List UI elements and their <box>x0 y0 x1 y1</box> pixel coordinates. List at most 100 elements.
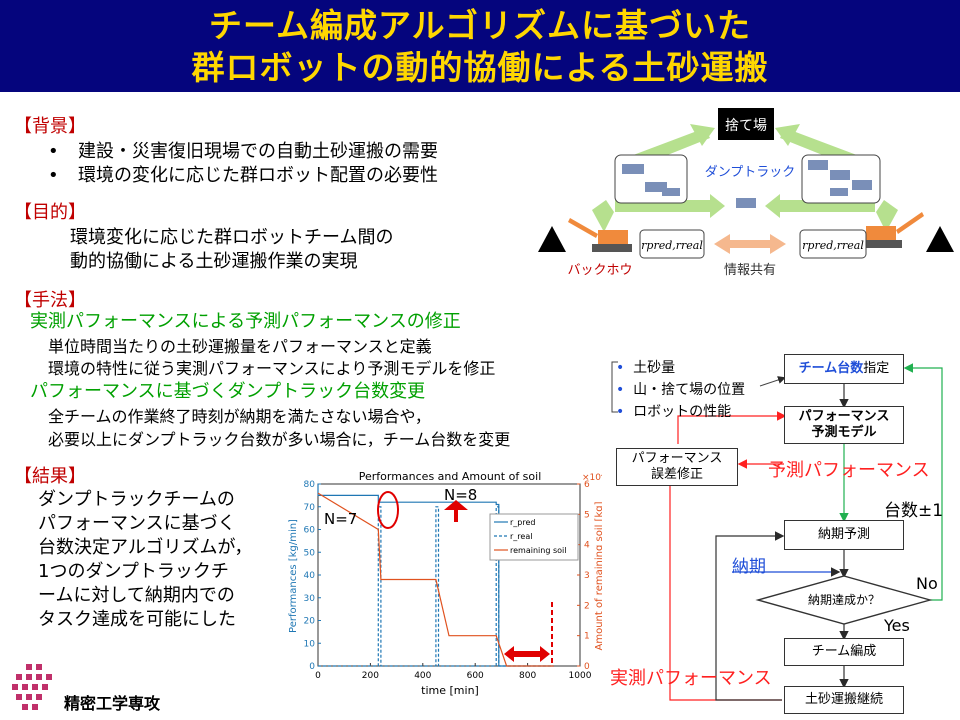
y-tick-label: 80 <box>304 480 316 490</box>
time-margin-arrow <box>504 646 550 662</box>
label-predicted-performance: 予測パフォーマンス <box>768 460 930 481</box>
backhoe-left-icon <box>568 218 632 252</box>
title-line-1: チーム編成アルゴリズムに基づいた <box>208 6 752 45</box>
result-line-1: ダンプトラックチームの <box>38 489 235 510</box>
info-share-label: 情報共有 <box>724 263 776 278</box>
y-tick-label: 50 <box>304 548 316 558</box>
label-count-change: 台数±1 <box>884 501 944 521</box>
y2-tick-label: 1 <box>584 632 590 642</box>
legend-r-pred: r_pred <box>510 518 535 527</box>
y2-axis-ticks: 0 1 2 3 4 5 6 <box>577 480 590 672</box>
lattice-logo-icon <box>12 664 52 710</box>
purpose-heading: 【目的】 <box>14 202 86 223</box>
series-remaining-soil <box>317 492 554 667</box>
flow-inputs: • 土砂量 • 山・捨て場の位置 • ロボットの性能 <box>616 357 745 423</box>
input-arrow <box>759 376 786 387</box>
legend-remaining-soil: remaining soil <box>510 546 566 555</box>
purpose-line-2: 動的協働による土砂運搬作業の実現 <box>70 251 358 272</box>
r-label-left: rpred,rreal <box>641 239 703 252</box>
flow-chart <box>611 361 943 701</box>
method-sub1-line-1: 単位時間当たりの土砂運搬量をパフォーマンスと定義 <box>48 337 432 356</box>
label-no: No <box>916 574 938 593</box>
y-tick-label: 10 <box>304 639 316 649</box>
method-sub1-line-2: 環境の特性に従う実測パフォーマンスにより予測モデルを修正 <box>48 359 496 378</box>
result-line-2: パフォーマンスに基づく <box>38 513 236 534</box>
chart-title: Performances and Amount of soil <box>359 470 542 483</box>
decision-diamond <box>755 575 933 625</box>
box-error-correction: パフォーマンス 誤差修正 <box>616 448 738 486</box>
dump-truck-icons <box>622 160 872 208</box>
backhoe-label: バックホウ <box>567 263 632 278</box>
box-team-formation: チーム編成 <box>784 638 904 666</box>
series-r-real <box>318 506 554 667</box>
chart-legend: r_pred r_real remaining soil <box>489 513 579 561</box>
soil-pile-right-icon <box>926 226 954 252</box>
x-tick-label: 200 <box>362 671 379 681</box>
result-line-5: ームに対して納期内での <box>38 585 235 606</box>
box-continue-transport: 土砂運搬継続 <box>784 686 904 714</box>
method-heading: 【手法】 <box>14 290 86 311</box>
info-bubble-right <box>799 229 867 259</box>
x-tick-label: 1000 <box>569 671 592 681</box>
y2-tick-label: 4 <box>584 541 590 551</box>
decision-text: 納期達成か？ <box>807 593 880 607</box>
box-performance-model: パフォーマンス 予測モデル <box>784 406 904 444</box>
flow-input-2: • 山・捨て場の位置 <box>616 382 746 398</box>
label-real-performance: 実測パフォーマンス <box>610 668 772 689</box>
x-axis-label: time [min] <box>421 684 479 697</box>
dump-site-box <box>718 108 774 140</box>
up-arrow-marker <box>444 500 468 522</box>
y2-tick-label: 0 <box>584 662 590 672</box>
y2-tick-label: 5 <box>584 510 590 520</box>
background-heading: 【背景】 <box>14 116 86 137</box>
purpose-line-1: 環境変化に応じた群ロボットチーム間の <box>70 227 394 248</box>
y-tick-label: 20 <box>304 617 316 627</box>
soil-pile-left-icon <box>538 226 566 252</box>
dump-truck-label: ダンプトラック <box>705 165 796 180</box>
highlight-ellipse <box>377 491 399 529</box>
result-heading: 【結果】 <box>14 466 86 487</box>
annotation-n8: N=8 <box>444 486 477 504</box>
y-axis-label: Performances [kg/min] <box>288 519 299 633</box>
y2-exponent: ×10⁴ <box>582 473 602 483</box>
r-label-right: rpred,rreal <box>802 239 864 252</box>
dump-site-label: 捨て場 <box>725 117 767 134</box>
y2-tick-label: 6 <box>584 480 590 490</box>
info-share-arrow <box>714 234 786 254</box>
method-sub2: パフォーマンスに基づくダンプトラック台数変更 <box>30 381 426 402</box>
y-tick-label: 70 <box>304 503 316 513</box>
box-team-count: チーム台数指定 <box>784 354 904 384</box>
x-tick-label: 0 <box>315 671 321 681</box>
background-bullet-2: 環境の変化に応じた群ロボット配置の必要性 <box>48 164 438 188</box>
annotation-n7: N=7 <box>324 510 357 528</box>
flow-input-1: • 土砂量 <box>616 360 676 376</box>
scene-illustration: 捨て場 ダンプトラック バックホウ rpred,rreal rpred,rrea… <box>538 108 954 278</box>
y2-tick-label: 2 <box>584 601 590 611</box>
result-line-6: タスク達成を可能にした <box>38 609 236 630</box>
input-bracket <box>611 361 618 413</box>
y2-tick-label: 3 <box>584 571 590 581</box>
box-deadline-prediction: 納期予測 <box>784 520 904 550</box>
y-tick-label: 40 <box>304 571 316 581</box>
method-sub1: 実測パフォーマンスによる予測パフォーマンスの修正 <box>30 311 461 332</box>
title-line-2: 群ロボットの動的協働による土砂運搬 <box>191 48 769 87</box>
result-line-3: 台数決定アルゴリズムが， <box>38 537 253 558</box>
y2-axis-label: Amount of remaining soil [kg] <box>594 501 602 650</box>
x-tick-label: 400 <box>414 671 431 681</box>
result-line-4: 1つのダンプトラックチ <box>38 561 229 582</box>
label-yes: Yes <box>884 616 910 635</box>
title-banner: チーム編成アルゴリズムに基づいた 群ロボットの動的協働による土砂運搬 <box>0 0 960 92</box>
background-bullet-1: 建設・災害復旧現場での自動土砂運搬の需要 <box>48 140 438 164</box>
method-sub2-line-1: 全チームの作業終了時刻が納期を満たさない場合や， <box>48 407 431 426</box>
legend-r-real: r_real <box>510 532 532 541</box>
x-tick-label: 600 <box>467 671 484 681</box>
info-bubble-left <box>639 229 705 259</box>
y-tick-label: 0 <box>309 662 315 672</box>
method-sub2-line-2: 必要以上にダンプトラック台数が多い場合に，チーム台数を変更 <box>48 430 511 449</box>
label-deadline: 納期 <box>732 557 766 577</box>
y-tick-label: 60 <box>304 526 316 536</box>
logo-text: 精密工学専攻 <box>64 694 161 713</box>
series-layer <box>317 484 554 667</box>
